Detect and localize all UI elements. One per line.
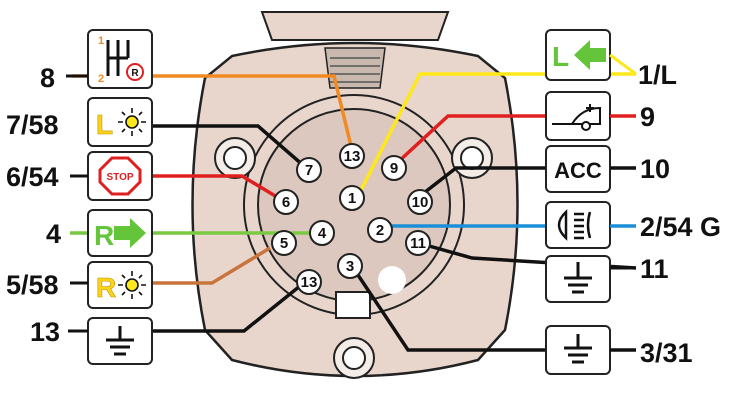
pin-1-label: 1: [348, 190, 356, 207]
pin-2: 2: [367, 217, 393, 243]
reverse-lock-box: 1 2 R: [87, 29, 153, 89]
label-pin11: 11: [640, 254, 669, 284]
fog-light-box: [545, 201, 611, 249]
pin-2-label: 2: [376, 222, 384, 239]
pin-5: 5: [271, 230, 297, 256]
pin-7: 7: [296, 157, 322, 183]
left-light-box: L: [87, 97, 153, 147]
pin-9: 9: [381, 155, 407, 181]
wire-pin6: [150, 174, 283, 202]
pin-10-label: 10: [412, 194, 429, 211]
pin-10: 10: [407, 189, 433, 215]
ground-box-right-top: [545, 255, 611, 303]
label-pin13: 13: [30, 317, 60, 347]
gear-shift-icon: [106, 40, 130, 76]
ground-icon: [564, 262, 592, 294]
pin-8: 13: [339, 143, 365, 169]
left-turn-letter: L: [552, 41, 569, 72]
pin-4: 4: [309, 220, 335, 246]
wire-pin8: [72, 74, 354, 151]
left-turn-box: L: [545, 29, 611, 81]
pin-1: 1: [339, 185, 365, 211]
pin-11: 11: [405, 230, 431, 256]
label-pin8: 8: [40, 63, 55, 93]
label-pin3-31: 3/31: [640, 338, 693, 368]
reverse-lock-top: 1: [98, 35, 104, 47]
label-pin10: 10: [640, 154, 670, 184]
wire-pin7: [152, 124, 306, 168]
ground-box-left: [87, 317, 153, 365]
label-pin6-54: 6/54: [6, 162, 59, 192]
left-light-letter: L: [96, 109, 113, 140]
reverse-circle-label: R: [131, 68, 139, 79]
acc-box: ACC: [545, 145, 611, 193]
ground-icon: [564, 334, 592, 364]
right-turn-letter: R: [94, 220, 114, 251]
pin-9-label: 9: [390, 160, 398, 177]
ground-icon: [106, 326, 134, 356]
wire-pin5: [152, 246, 271, 285]
label-pin1-l: 1/L: [638, 60, 677, 90]
right-light-box: R: [87, 261, 153, 309]
bulb-icon: [118, 108, 146, 136]
pin-8-label: 13: [344, 148, 361, 165]
pin-set: 13 7 9 1 6 10 4 2 5 11 3 13: [271, 143, 433, 295]
stop-text: STOP: [106, 172, 133, 183]
pin-4-label: 4: [318, 225, 327, 242]
pin-3: 3: [337, 253, 363, 279]
trailer-brake-box: [545, 91, 611, 141]
trailer-icon: [552, 104, 601, 131]
label-pin4: 4: [46, 219, 61, 249]
acc-text: ACC: [554, 158, 602, 183]
right-light-letter: R: [96, 272, 116, 303]
label-leaders: [66, 53, 637, 352]
pin-5-label: 5: [280, 235, 288, 252]
wire-pin13: [152, 284, 302, 333]
pin-6: 6: [273, 189, 299, 215]
pin-6-label: 6: [282, 194, 290, 211]
pin-13: 13: [296, 269, 322, 295]
pin-13-label: 13: [301, 274, 318, 291]
pin-11-label: 11: [410, 235, 426, 252]
bulb-icon: [118, 271, 146, 299]
label-pin9: 9: [640, 102, 655, 132]
pin-3-label: 3: [346, 258, 354, 275]
reverse-lock-bottom: 2: [98, 73, 104, 85]
fog-light-icon: [557, 209, 592, 241]
label-pin5-58: 5/58: [6, 270, 59, 300]
right-turn-box: R: [87, 209, 153, 257]
arrow-right-icon: [114, 218, 146, 248]
ground-box-right-bottom: [545, 325, 611, 375]
arrow-left-icon: [574, 40, 606, 70]
label-pin2-54g: 2/54 G: [640, 212, 721, 242]
pin-7-label: 7: [305, 162, 313, 179]
stop-sign-icon: [98, 156, 142, 196]
stop-box: STOP: [87, 151, 153, 201]
label-pin7-58: 7/58: [6, 110, 59, 140]
